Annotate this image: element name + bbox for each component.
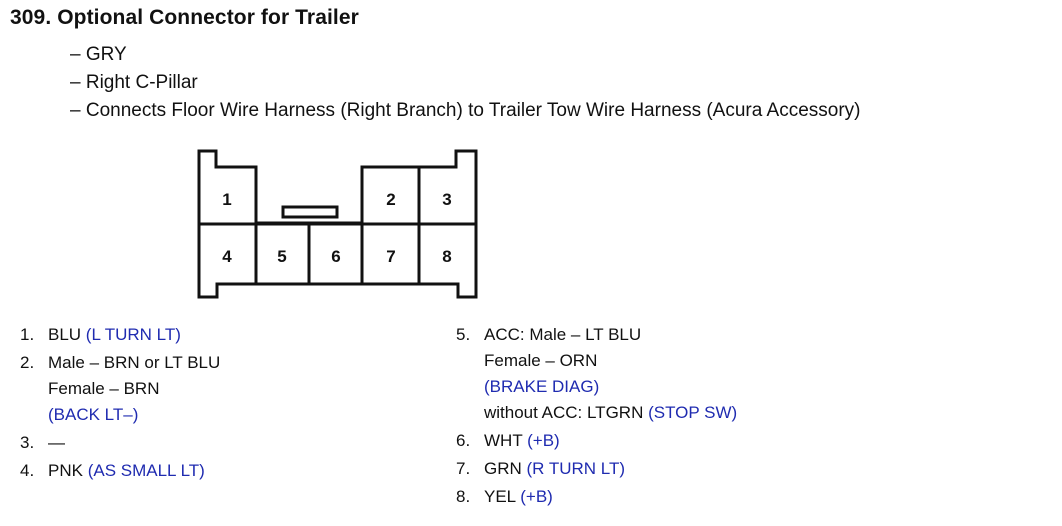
pin-6-label: 6 bbox=[331, 247, 340, 266]
pin-4-label: 4 bbox=[222, 247, 232, 266]
pin-7-label: 7 bbox=[386, 247, 395, 266]
connector-color: – GRY bbox=[70, 44, 127, 65]
pin-2-label: 2 bbox=[386, 190, 395, 209]
pinout-8: 8.YEL (+B) bbox=[456, 487, 553, 506]
pinout-5-female: Female – ORN bbox=[484, 351, 598, 370]
pinout-7: 7.GRN (R TURN LT) bbox=[456, 459, 626, 478]
pinout-5-without-acc: without ACC: LTGRN (STOP SW) bbox=[484, 403, 738, 422]
pinout-3: 3.— bbox=[20, 433, 65, 452]
page-title: 309. Optional Connector for Trailer bbox=[10, 6, 359, 29]
pin-8-label: 8 bbox=[442, 247, 451, 266]
pin-3-label: 3 bbox=[442, 190, 451, 209]
connector-description: – Connects Floor Wire Harness (Right Bra… bbox=[70, 100, 861, 121]
pin-5-label: 5 bbox=[277, 247, 286, 266]
pinout-5: 5.ACC: Male – LT BLU bbox=[456, 325, 642, 344]
pin-1-label: 1 bbox=[222, 190, 231, 209]
connector-outline bbox=[197, 149, 478, 299]
pinout-2-function: (BACK LT–) bbox=[48, 405, 139, 424]
connector-latch bbox=[281, 205, 339, 219]
pinout-1: 1.BLU (L TURN LT) bbox=[20, 325, 181, 344]
pinout-2-female: Female – BRN bbox=[48, 379, 160, 398]
pinout-4: 4.PNK (AS SMALL LT) bbox=[20, 461, 205, 480]
pinout-5-function: (BRAKE DIAG) bbox=[484, 377, 600, 396]
pinout-2: 2.Male – BRN or LT BLU bbox=[20, 353, 221, 372]
connector-location: – Right C-Pillar bbox=[70, 72, 198, 93]
pinout-6: 6.WHT (+B) bbox=[456, 431, 560, 450]
